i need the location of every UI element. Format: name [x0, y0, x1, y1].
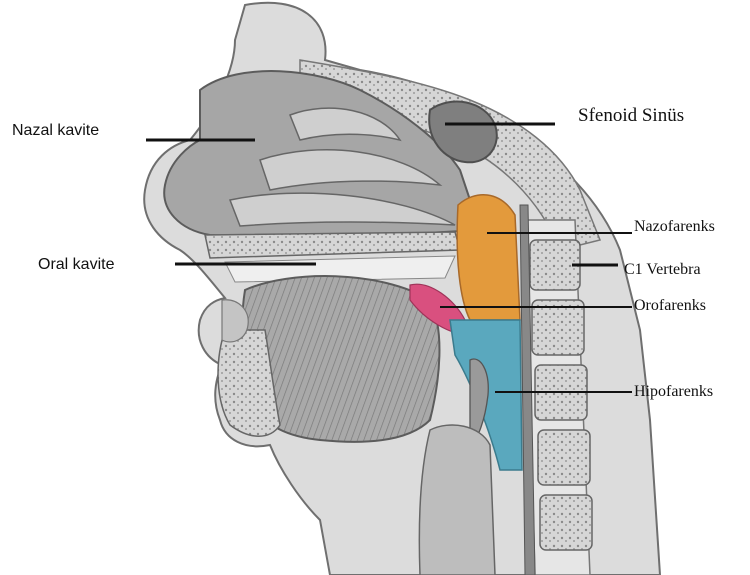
label-nasopharynx: Nazofarenks [634, 219, 715, 235]
vertebra-body [538, 430, 590, 485]
vertebra-body [540, 495, 592, 550]
label-oral-cavity: Oral kavite [38, 257, 114, 273]
nasopharynx-region [457, 195, 520, 320]
label-c1-vertebra: C1 Vertebra [624, 262, 701, 278]
label-nasal-cavity: Nazal kavite [12, 123, 99, 139]
label-oropharynx: Orofarenks [634, 298, 706, 314]
label-hypopharynx: Hipofarenks [634, 384, 713, 400]
label-sphenoid-sinus: Sfenoid Sinüs [578, 106, 684, 125]
larynx [419, 425, 495, 575]
vertebra-body [532, 300, 584, 355]
